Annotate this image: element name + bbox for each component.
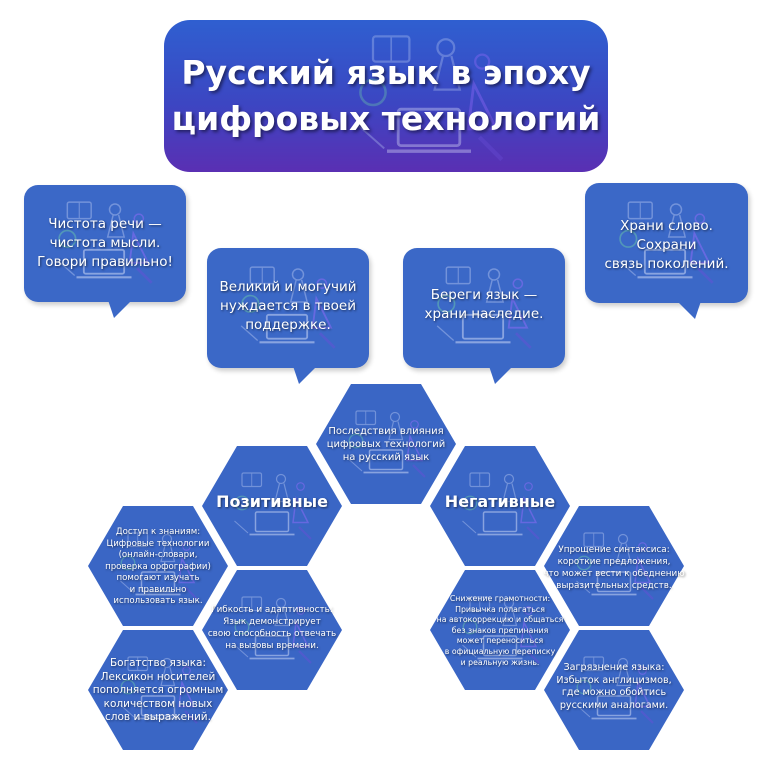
positive-1-line: использовать язык. <box>113 596 203 606</box>
negative-3-line: где можно обойтись <box>561 687 667 699</box>
negative-1-line: выразительных средств. <box>556 581 672 591</box>
positive-3-line: пополняется огромным <box>92 684 224 696</box>
quote-line: храни наследие. <box>424 306 544 322</box>
negative-2-line: на автокоррекцию и общаться <box>436 615 564 625</box>
positive-2-line: свою способность отвечать <box>207 629 337 639</box>
center-line: Последствия влияния <box>328 426 444 437</box>
positive-label: Позитивные <box>216 492 328 511</box>
negative-2-line: и реальную жизнь. <box>460 657 540 667</box>
negative-2-line: в официальную переписку <box>444 646 556 656</box>
quote-line: Сохрани <box>636 237 697 253</box>
quote-bubble-3: Береги язык — храни наследие. <box>403 248 565 384</box>
quote-line: Береги язык — <box>430 287 538 303</box>
positive-1-line: и правильно <box>129 584 187 595</box>
quote-line: Чистота речи — <box>48 216 162 232</box>
quote-line: Говори правильно! <box>37 254 173 270</box>
positive-1-line: помогают изучать <box>116 573 200 583</box>
positive-1-line: Доступ к знаниям: <box>115 527 201 537</box>
positive-3-line: Богатство языка: <box>109 657 207 669</box>
center-line: цифровых технологий <box>326 439 446 450</box>
quote-line: чистота мысли. <box>49 235 161 251</box>
center-line: на русский язык <box>342 452 430 463</box>
positive-2-line: Язык демонстрирует <box>223 617 321 627</box>
positive-1-line: Цифровые технологии <box>106 538 210 549</box>
negative-3-line: Загрязнение языка: <box>563 662 665 673</box>
hex-center <box>316 384 456 504</box>
negative-1-line: что может вести к обеднению <box>543 569 685 579</box>
negative-2-line: может переноситься <box>456 636 544 646</box>
quote-line: Храни слово. <box>620 218 713 234</box>
title-line-1: Русский язык в эпоху <box>181 53 591 92</box>
quote-bubble-1: Чистота речи — чистота мысли. Говори пра… <box>24 185 186 318</box>
positive-3-line: Лексикон носителей <box>100 670 216 683</box>
negative-2-line: без знаков препинания <box>451 625 549 635</box>
negative-2-line: Снижение грамотности: <box>449 594 551 603</box>
title-line-2: цифровых технологий <box>171 99 601 138</box>
quote-line: нуждается в твоей <box>220 298 356 314</box>
positive-3-line: количеством новых <box>103 697 213 710</box>
negative-label: Негативные <box>444 492 556 511</box>
bubble-tail <box>489 366 513 384</box>
positive-2-line: на вызовы времени. <box>225 641 319 651</box>
negative-1-line: Упрощение синтаксиса: <box>558 545 670 555</box>
bubble-tail <box>293 366 317 384</box>
quote-line: поддержке. <box>245 317 331 333</box>
title-banner: Русский язык в эпоху цифровых технологий <box>164 20 608 172</box>
negative-2-line: Привычка полагаться <box>455 604 545 614</box>
quote-line: Великий и могучий <box>219 279 357 295</box>
quote-line: связь поколений. <box>604 256 729 272</box>
positive-2-line: Гибкость и адаптивность: <box>211 605 333 615</box>
bubble-tail <box>677 301 701 319</box>
negative-1-line: короткие предложения, <box>557 557 671 567</box>
positive-3-line: слов и выражений. <box>105 711 211 723</box>
bubble-tail <box>108 300 132 318</box>
positive-1-line: (онлайн-словари, <box>118 550 198 560</box>
positive-1-line: проверка орфографии) <box>105 561 211 572</box>
quote-bubble-4: Храни слово. Сохрани связь поколений. <box>585 183 748 319</box>
quote-bubble-2: Великий и могучий нуждается в твоей подд… <box>207 248 369 384</box>
negative-3-line: Избыток англицизмов, <box>556 674 672 686</box>
negative-3-line: русскими аналогами. <box>559 699 669 711</box>
